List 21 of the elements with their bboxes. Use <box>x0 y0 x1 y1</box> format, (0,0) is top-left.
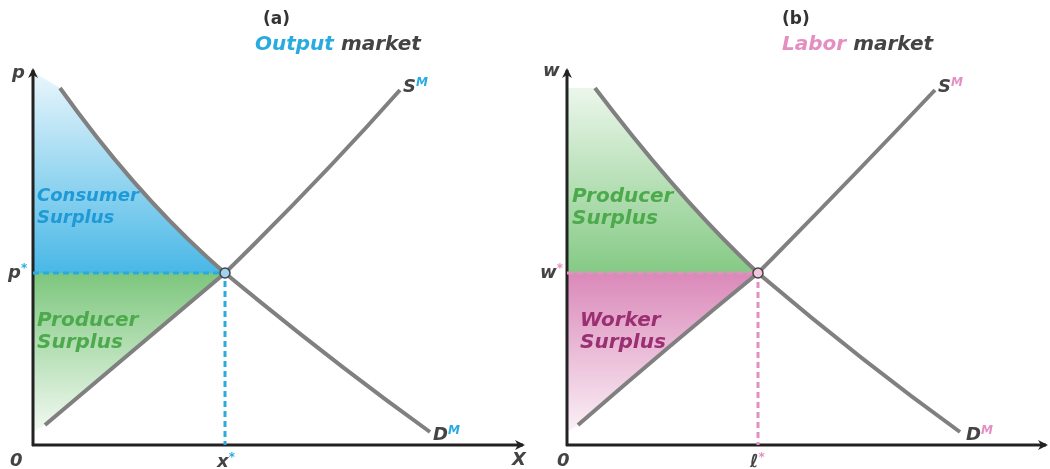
area-label: Producer Surplus <box>572 184 676 228</box>
curve-label: D$^{M}$ <box>433 424 460 444</box>
axis-label: X <box>512 449 526 469</box>
axis-label: p$^{*}$ <box>8 262 28 282</box>
axis-label: ℓ$^{*}$ <box>750 451 765 469</box>
panel-label: (b) <box>782 8 810 28</box>
curve-label: D$^{M}$ <box>966 424 993 444</box>
area-label: Producer Surplus <box>37 308 141 352</box>
axis-label: p <box>12 62 25 82</box>
axis-label: w <box>543 60 560 80</box>
axis-label: w$^{*}$ <box>540 262 563 282</box>
curve-label: S$^{M}$ <box>938 76 963 96</box>
area-label: Worker Surplus <box>580 308 667 352</box>
area-label: Consumer Surplus <box>37 184 141 228</box>
axis-label: 0 <box>10 450 23 469</box>
curve-label: S$^{M}$ <box>403 76 428 96</box>
chart-title: Labor market <box>782 32 934 54</box>
chart-title: Output market <box>255 32 421 54</box>
panel-label: (a) <box>263 8 290 28</box>
axis-label: 0 <box>557 450 570 469</box>
axis-label: x$^{*}$ <box>217 451 235 469</box>
